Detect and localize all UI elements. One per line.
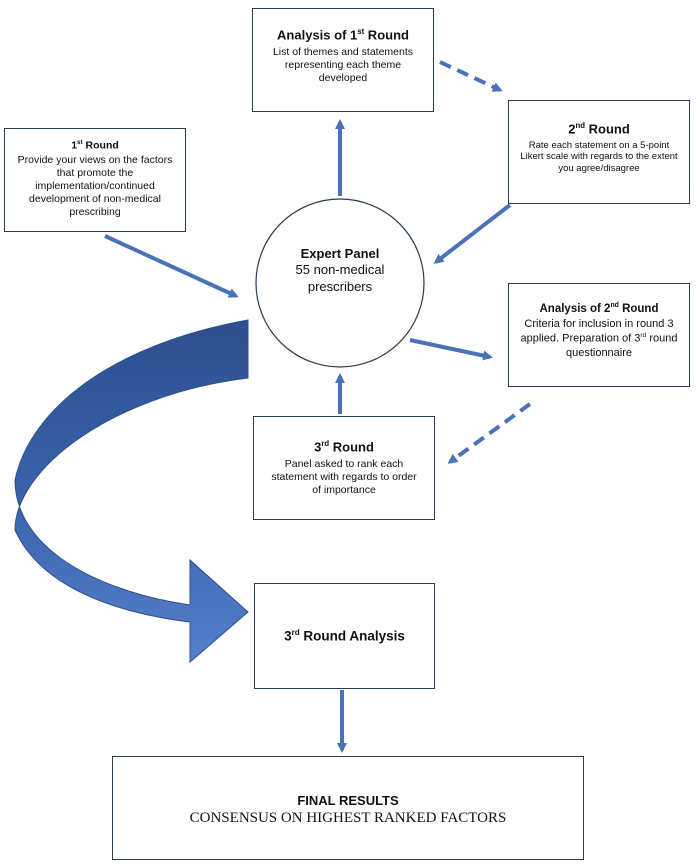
panel-line1: 55 non-medical	[295, 262, 385, 278]
analysis2-title-sup: nd	[610, 302, 619, 310]
round1-title-pre: 1	[71, 139, 78, 152]
round1-box: 1st Round Provide your views on the fact…	[4, 128, 186, 232]
analysis3-title-post: Round Analysis	[299, 628, 405, 644]
analysis2-body: Criteria for inclusion in round 3 applie…	[509, 316, 689, 360]
expert-panel-text: Expert Panel 55 non-medical prescribers	[260, 246, 420, 295]
arrow-round2-to-panel	[433, 203, 512, 264]
round1-title: 1st Round	[5, 139, 185, 153]
analysis3-title-pre: 3	[284, 628, 292, 644]
final-results-box: FINAL RESULTS CONSENSUS ON HIGHEST RANKE…	[112, 756, 584, 860]
final-subtitle: CONSENSUS ON HIGHEST RANKED FACTORS	[189, 809, 507, 826]
round3-box: 3rd Round Panel asked to rank each state…	[253, 416, 435, 520]
round1-body: Provide your views on the factors that p…	[17, 153, 173, 219]
analysis2-body-sup: rd	[640, 332, 647, 340]
analysis1-title-pre: Analysis of 1	[277, 27, 358, 43]
round2-title-post: Round	[585, 121, 630, 137]
arrow-analysis1-to-round2	[439, 60, 503, 92]
analysis1-title-post: Round	[364, 27, 409, 43]
arrow-round1-to-panel	[104, 234, 239, 298]
panel-line2: prescribers	[307, 278, 373, 294]
arrow-analysis2-to-round3	[447, 402, 532, 464]
final-title: FINAL RESULTS	[297, 793, 399, 808]
round3-title-pre: 3	[314, 439, 322, 455]
round2-title: 2nd Round	[509, 121, 689, 138]
round2-title-sup: nd	[575, 121, 585, 130]
round3-body: Panel asked to rank each statement with …	[271, 457, 417, 496]
round3-title: 3rd Round	[254, 439, 434, 456]
analysis2-box: Analysis of 2nd Round Criteria for inclu…	[508, 283, 690, 387]
round2-body: Rate each statement on a 5-point Likert …	[520, 139, 678, 175]
round1-title-post: Round	[82, 139, 119, 152]
round3-title-sup: rd	[321, 439, 330, 448]
analysis3-title-sup: rd	[291, 628, 300, 638]
round2-title-pre: 2	[568, 121, 576, 137]
analysis2-title: Analysis of 2nd Round	[509, 302, 689, 316]
analysis1-body: List of themes and statements representi…	[272, 45, 414, 84]
analysis3-title: 3rd Round Analysis	[284, 628, 405, 644]
analysis1-title-sup: st	[357, 27, 365, 36]
round1-title-sup: st	[77, 139, 83, 146]
big-curved-arrow	[14, 319, 249, 664]
round2-box: 2nd Round Rate each statement on a 5-poi…	[508, 100, 690, 204]
arrow-panel-to-analysis2	[409, 338, 493, 361]
round3-title-post: Round	[329, 439, 374, 455]
analysis3-box: 3rd Round Analysis	[254, 583, 435, 689]
analysis1-title: Analysis of 1st Round	[253, 27, 433, 44]
expert-panel-circle	[255, 198, 425, 368]
panel-title: Expert Panel	[300, 246, 380, 261]
analysis2-body-pre: Criteria for inclusion in round 3 applie…	[520, 318, 674, 345]
analysis2-title-post: Round	[618, 303, 659, 315]
analysis2-title-pre: Analysis of 2	[539, 303, 611, 315]
analysis2-body-post: round questionnaire	[565, 332, 678, 359]
analysis1-box: Analysis of 1st Round List of themes and…	[252, 8, 434, 112]
